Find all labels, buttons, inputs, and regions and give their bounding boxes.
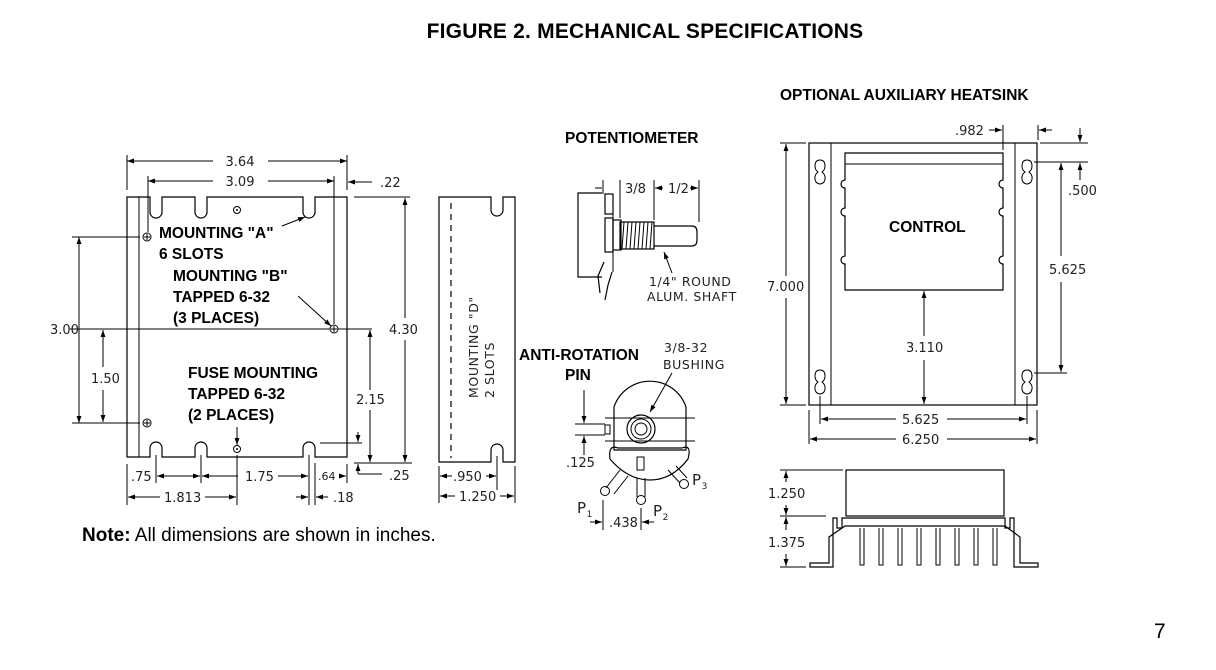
dim-bushing-length: 3/8 (625, 182, 646, 197)
heatsink-top-view: OPTIONAL AUXILIARY HEATSINK CONTROL .982… (767, 87, 1097, 448)
mounting-b-places: (3 PLACES) (173, 310, 259, 327)
shaft-label: 1/4" ROUND (649, 274, 732, 289)
dim-width-overall: 3.64 (226, 155, 255, 170)
bushing-thread: 3/8-32 (664, 340, 708, 355)
dim-fuse-x: 1.813 (164, 491, 201, 506)
page-number: 7 (1154, 620, 1166, 643)
mounting-a-slots: 6 SLOTS (159, 246, 224, 263)
fuse-mounting-label: FUSE MOUNTING (188, 365, 318, 382)
dim-width-slots: 3.09 (226, 175, 255, 190)
dim-top-offset: .500 (1068, 184, 1097, 199)
side-view-outline (438, 196, 516, 463)
shaft-material: ALUM. SHAFT (647, 289, 737, 304)
dim-hole-vertical: 5.625 (1049, 263, 1086, 278)
note-text: All dimensions are shown in inches. (130, 525, 436, 546)
dim-slot-right: .64 (318, 470, 336, 483)
heatsink-title: OPTIONAL AUXILIARY HEATSINK (780, 87, 1029, 104)
anti-rotation-pin: PIN (565, 367, 591, 384)
pin-p1: P1 (577, 499, 593, 520)
mounting-b-tapped: TAPPED 6-32 (173, 289, 270, 306)
dim-side-width: 1.250 (459, 490, 496, 505)
keyhole-icon (1021, 369, 1033, 395)
mounting-d-slots: 2 SLOTS (482, 342, 497, 398)
main-unit-outline (126, 196, 348, 458)
thread-hatch (621, 221, 653, 250)
fuse-places: (2 PLACES) (188, 407, 274, 424)
dim-width: 6.250 (902, 433, 939, 448)
control-label: CONTROL (889, 219, 966, 236)
fuse-tapped: TAPPED 6-32 (188, 386, 285, 403)
potentiometer-side-view: POTENTIOMETER 3/8 1/2 1/4" ROUND ALUM. S… (565, 130, 737, 304)
dim-slot-left: .75 (131, 470, 152, 485)
dim-height-overall: 4.30 (389, 323, 418, 338)
keyhole-icon (814, 159, 826, 185)
mounting-d-label: MOUNTING "D" (466, 296, 481, 398)
dimensions-note: Note: All dimensions are shown in inches… (82, 525, 436, 547)
mounting-a-label: MOUNTING "A" (159, 225, 274, 242)
mounting-hole-icon (233, 206, 241, 214)
bushing-label: BUSHING (663, 357, 725, 372)
dim-slot-width: .18 (333, 491, 354, 506)
mounting-hole-icon (329, 324, 339, 334)
dim-pin: .125 (566, 456, 595, 471)
pin-p3: P3 (692, 471, 708, 492)
figure-title: FIGURE 2. MECHANICAL SPECIFICATIONS (426, 20, 864, 43)
pin-p2: P2 (653, 502, 669, 523)
dim-side-slot: .950 (453, 470, 482, 485)
dim-shaft-length: 1/2 (668, 182, 689, 197)
mounting-hole-icon (142, 232, 152, 242)
dim-fin-height: 1.375 (768, 536, 805, 551)
dim-hole-spacing: 3.00 (50, 323, 79, 338)
potentiometer-title: POTENTIOMETER (565, 130, 698, 147)
main-unit-view: 3.64 3.09 .22 3.00 1.50 4.30 2.15 .25 (50, 155, 418, 506)
mounting-hole-icon (142, 418, 152, 428)
mounting-b-label: MOUNTING "B" (173, 268, 288, 285)
dim-fuse-hole-height: 1.50 (91, 372, 120, 387)
fuse-hole-icon (233, 445, 241, 453)
potentiometer-front-view: ANTI-ROTATION PIN 3/8-32 BUSHING .125 .4… (519, 340, 725, 531)
anti-rotation-label: ANTI-ROTATION (519, 347, 639, 364)
dim-height: 7.000 (767, 280, 804, 295)
dim-slot-spacing: 1.75 (245, 470, 274, 485)
dim-control-gap: 3.110 (906, 341, 943, 356)
heatsink-fins (859, 528, 998, 566)
keyhole-icon (814, 369, 826, 395)
dim-slot-bottom: .25 (389, 469, 410, 484)
side-view: MOUNTING "D" 2 SLOTS .950 1.250 (438, 196, 516, 505)
dim-control-height: 1.250 (768, 487, 805, 502)
dim-edge-offset: .22 (380, 176, 401, 191)
dim-offset: .982 (955, 124, 984, 139)
heatsink-side-view: 1.250 1.375 (768, 469, 1039, 568)
dim-hole-horizontal: 5.625 (902, 413, 939, 428)
note-label: Note: (82, 525, 131, 546)
dim-mount-b-height: 2.15 (356, 393, 385, 408)
dim-pin-spacing: .438 (609, 516, 638, 531)
keyhole-icon (1021, 159, 1033, 185)
